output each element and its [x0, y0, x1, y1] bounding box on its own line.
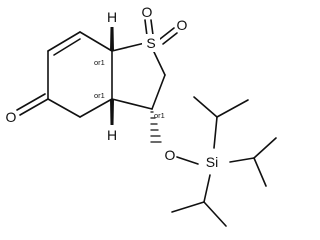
- bond-si-ch-c: [203, 174, 211, 203]
- bond-ch-c-me1: [171, 201, 205, 213]
- bond-c7a-s: [111, 42, 146, 52]
- bond-ch-b-me2: [253, 157, 267, 187]
- bond-s-o2-b: [162, 32, 178, 45]
- bond-s-o1-a: [144, 19, 148, 37]
- bond-si-ch-b: [229, 157, 255, 163]
- atom-sulfur: S: [146, 35, 155, 51]
- atom-oxygen-sulfonyl-2: O: [177, 17, 188, 33]
- atom-hydrogen-c7a: H: [107, 9, 117, 25]
- bond-s-o2-a: [159, 27, 175, 40]
- bond-ch-a-me1: [193, 96, 218, 118]
- bond-ch-b-me1: [253, 137, 277, 159]
- bond-c7-c6-double: [53, 38, 81, 56]
- bond-s-o1-b: [150, 19, 154, 36]
- bond-c5-c4: [47, 98, 81, 118]
- molecule-structure-diagram: S O O O O Si H H or1 or1 or1: [6, 4, 277, 227]
- atom-oxygen-sulfonyl-1: O: [142, 4, 153, 20]
- bond-ch-c-me2: [203, 201, 227, 227]
- stereo-label-c7a: or1: [94, 58, 105, 67]
- bond-c7a-c7: [79, 31, 113, 52]
- bond-c3-c3a: [111, 98, 153, 110]
- bond-ch-a-me2: [216, 99, 249, 118]
- bond-c7-c6: [47, 31, 81, 52]
- bond-c5-o-ketone-b: [16, 93, 46, 111]
- atom-labels: S O O O O Si H H: [6, 4, 227, 170]
- bond-o-si: [176, 156, 199, 165]
- stereo-label-c3: or1: [154, 111, 165, 120]
- bond-si-ch-a: [213, 116, 218, 149]
- bond-c5-o-ketone-a: [19, 98, 49, 116]
- bond-c4-c3a: [79, 98, 113, 118]
- bonds: [16, 19, 277, 227]
- hash-bond-c3-o: [150, 111, 162, 143]
- atom-hydrogen-c3a: H: [107, 127, 117, 143]
- atom-oxygen-ketone: O: [6, 109, 17, 125]
- atom-silicon: Si: [206, 154, 218, 170]
- wedge-bond-c3a-h: [110, 99, 114, 125]
- stereo-labels: or1 or1 or1: [94, 58, 165, 120]
- stereo-label-c3a: or1: [94, 91, 105, 100]
- bond-s-c2: [153, 51, 166, 76]
- atom-oxygen-ether: O: [165, 147, 176, 163]
- bond-c2-c3: [151, 74, 166, 110]
- wedge-bond-c7a-h: [110, 27, 114, 51]
